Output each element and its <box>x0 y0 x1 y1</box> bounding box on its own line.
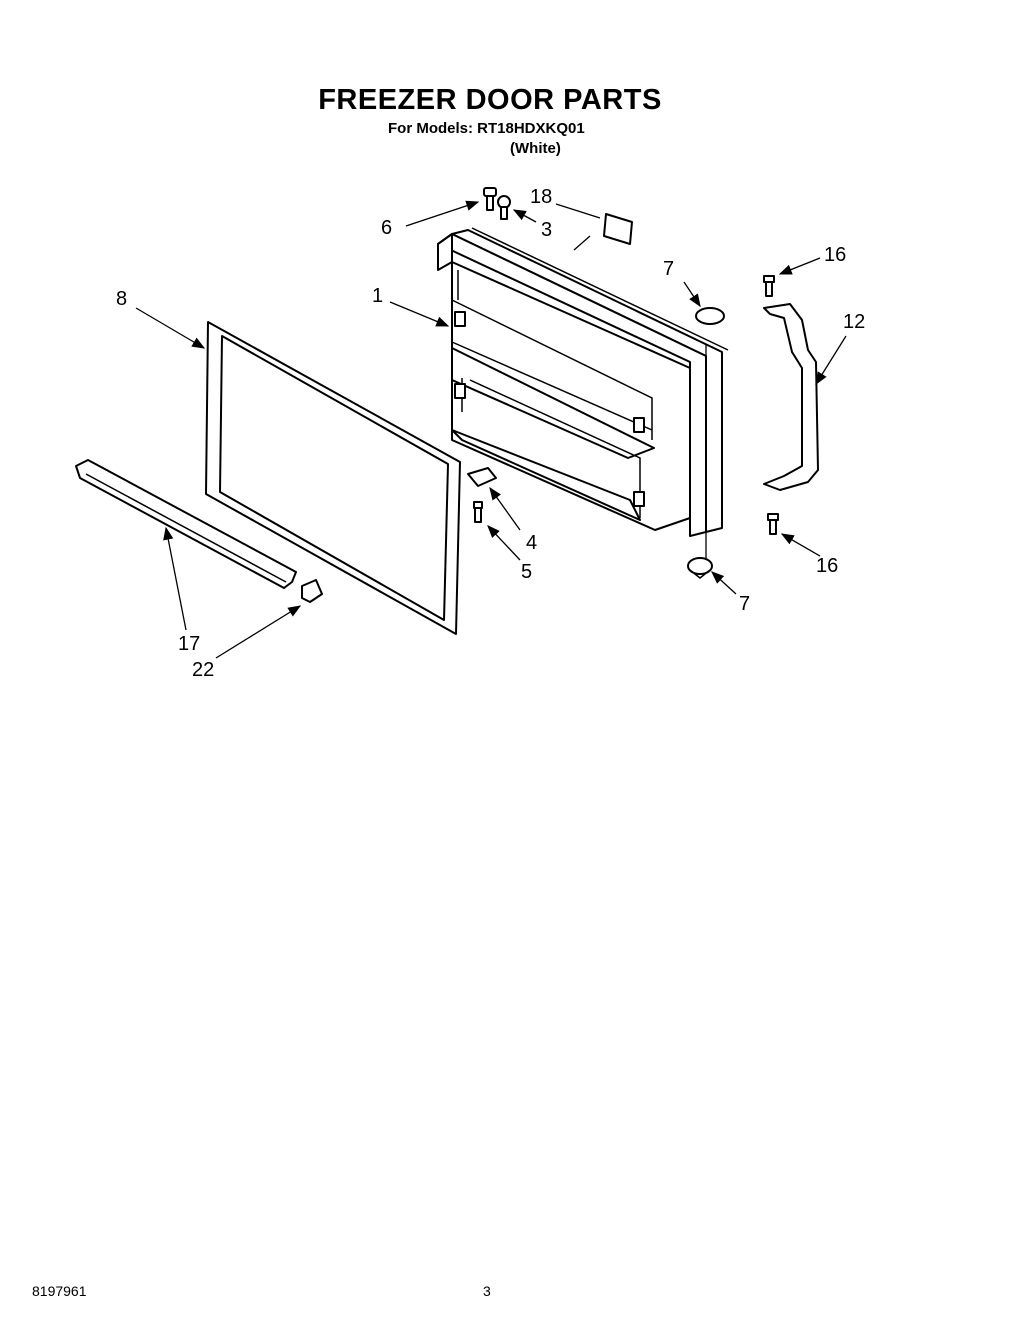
door-gasket-part <box>205 321 461 635</box>
doc-number: 8197961 <box>32 1283 87 1299</box>
callout-4: 4 <box>526 532 537 554</box>
screw-part-3 <box>497 195 511 220</box>
page-title: FREEZER DOOR PARTS <box>318 84 662 116</box>
callout-18: 18 <box>530 186 552 208</box>
hinge-bushing-part-4 <box>467 467 497 487</box>
hinge-pin-part <box>483 187 497 211</box>
callout-7-bottom: 7 <box>739 593 750 615</box>
callout-17: 17 <box>178 633 200 655</box>
screw-part-5 <box>473 501 483 523</box>
callout-12: 12 <box>843 311 865 333</box>
callout-6: 6 <box>381 217 392 239</box>
door-trim-strip-part <box>75 459 297 589</box>
callout-3: 3 <box>541 219 552 241</box>
trim-end-cap-part <box>301 579 323 603</box>
plug-part-7-bottom <box>687 557 713 579</box>
callout-16-bottom: 16 <box>816 555 838 577</box>
plug-part-7-top <box>695 307 725 325</box>
callout-1: 1 <box>372 285 383 307</box>
callout-16-top: 16 <box>824 244 846 266</box>
models-line: For Models: RT18HDXKQ01 <box>388 120 585 137</box>
screw-part-16-top <box>763 275 775 297</box>
callout-8: 8 <box>116 288 127 310</box>
color-line: (White) <box>510 140 561 157</box>
callout-22: 22 <box>192 659 214 681</box>
label-part-18 <box>603 213 633 245</box>
screw-part-16-bottom <box>767 513 779 535</box>
page-number: 3 <box>483 1283 491 1299</box>
leader-lines <box>135 200 847 659</box>
door-liner-part <box>437 227 729 537</box>
callout-7-top: 7 <box>663 258 674 280</box>
door-handle-part <box>763 303 819 491</box>
callout-5: 5 <box>521 561 532 583</box>
